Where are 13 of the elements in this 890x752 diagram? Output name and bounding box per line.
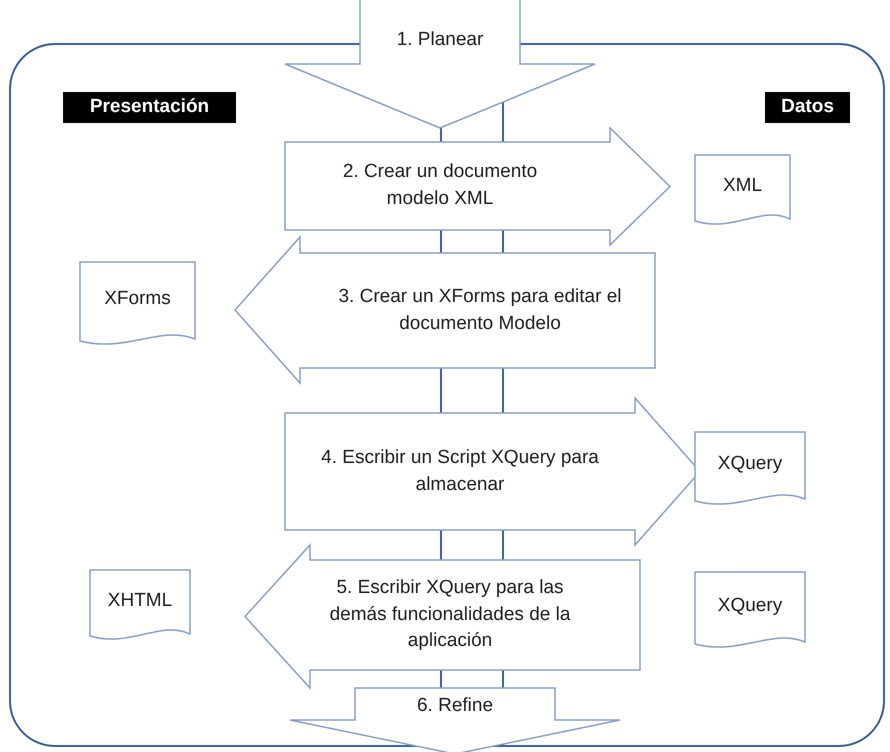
step-label: 1. Planear xyxy=(396,28,484,52)
document-label: XQuery xyxy=(718,594,782,618)
step-label: 3. Crear un XForms para editar el documento Modelo xyxy=(337,284,622,336)
step-label: 6. Refine xyxy=(416,694,494,718)
step-label: 5. Escribir XQuery para las demás funcionalidades de la aplicación xyxy=(328,576,572,654)
document-label: XHTML xyxy=(108,588,172,613)
lane-label: Presentación xyxy=(63,92,236,123)
document-label: XForms xyxy=(104,287,171,312)
step-label: 4. Escribir un Script XQuery para almacenar xyxy=(320,446,600,496)
document-label: XQuery xyxy=(718,452,782,476)
step-label: 2. Crear un documento modelo XML xyxy=(342,160,538,211)
document-label: XML xyxy=(722,174,762,198)
lane-label: Datos xyxy=(765,92,850,123)
